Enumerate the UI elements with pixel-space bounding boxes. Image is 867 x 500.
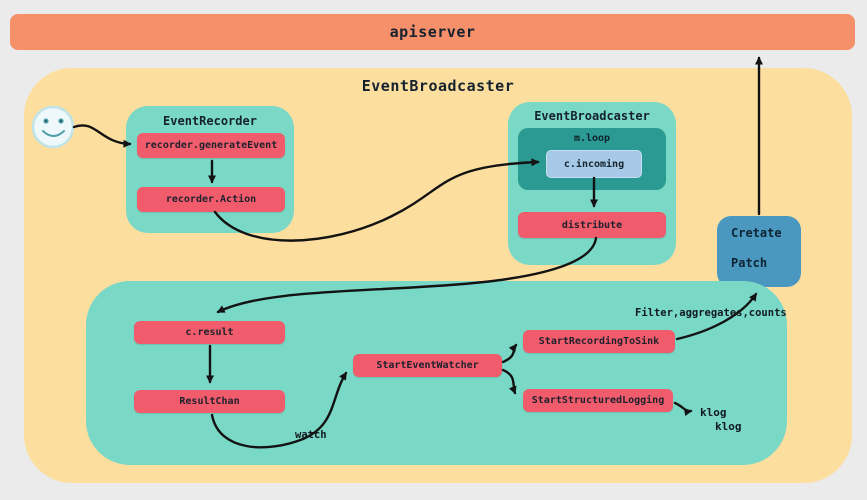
mloop-label: m.loop — [573, 133, 611, 144]
create-patch-line2: Patch — [731, 256, 768, 270]
eventrecorder-group: EventRecorder recorder.generateEvent rec… — [126, 106, 294, 233]
node-label: recorder.generateEvent — [144, 140, 278, 151]
node-distribute: distribute — [518, 212, 666, 238]
node-label: ResultChan — [179, 396, 240, 407]
watch-label: watch — [295, 429, 327, 441]
klog-label-1: klog — [700, 406, 727, 419]
mloop-group: m.loop c.incoming — [518, 128, 666, 190]
klog-label-2: klog — [715, 420, 742, 433]
node-label: StartStructuredLogging — [531, 395, 665, 406]
node-label: StartEventWatcher — [376, 360, 479, 371]
node-starteventwatcher: StartEventWatcher — [353, 354, 502, 377]
eventbroadcaster-group: EventBroadcaster m.loop c.incoming distr… — [508, 102, 676, 265]
filter-aggregates-counts-label: Filter,aggregates,counts — [635, 307, 787, 319]
node-create-patch: Cretate Patch — [717, 216, 801, 287]
node-recorder-generateevent: recorder.generateEvent — [137, 133, 285, 158]
eventrecorder-title: EventRecorder — [163, 114, 257, 128]
node-label: c.result — [185, 327, 234, 338]
create-patch-line1: Cretate — [731, 226, 782, 240]
node-label: c.incoming — [563, 158, 625, 170]
node-label: StartRecordingToSink — [538, 336, 660, 347]
node-label: recorder.Action — [165, 194, 257, 205]
node-recorder-action: recorder.Action — [137, 187, 285, 212]
node-label: distribute — [561, 219, 623, 231]
node-resultchan: ResultChan — [134, 390, 285, 413]
node-startstructuredlogging: StartStructuredLogging — [523, 389, 673, 412]
eventbroadcaster-container-title: EventBroadcaster — [361, 77, 515, 95]
apiserver-node: apiserver — [10, 14, 855, 50]
eventbroadcaster-title: EventBroadcaster — [534, 109, 650, 123]
apiserver-label: apiserver — [389, 23, 476, 41]
node-startrecordingtosink: StartRecordingToSink — [523, 330, 675, 353]
node-c-result: c.result — [134, 321, 285, 344]
node-c-incoming: c.incoming — [546, 150, 642, 178]
